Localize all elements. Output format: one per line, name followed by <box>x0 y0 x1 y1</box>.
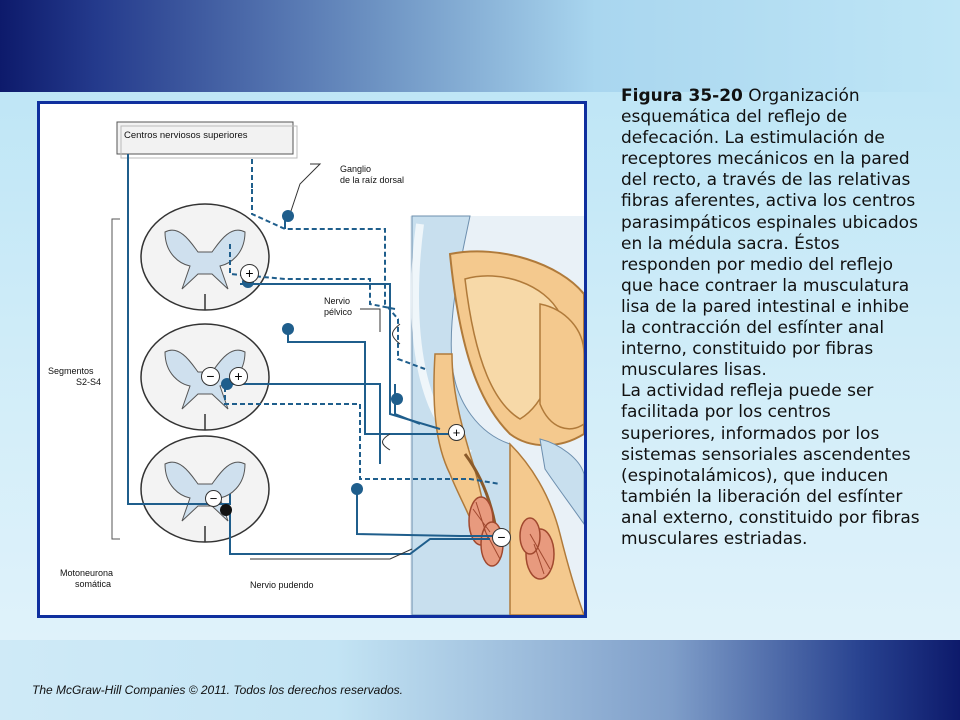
figure-number: Figura 35-20 <box>621 86 743 106</box>
figure-caption: Figura 35-20 Organización esquemática de… <box>621 86 921 550</box>
inhibitory-sign-lower: − <box>205 490 222 507</box>
header-gradient-band <box>0 0 960 92</box>
inhibitory-sign-sphincter: − <box>492 528 511 547</box>
pelvic-anatomy <box>410 215 584 615</box>
segments-bracket <box>111 218 120 540</box>
excitatory-sign-upper: + <box>240 264 259 283</box>
excitatory-sign-sphincter: + <box>448 424 465 441</box>
inhibitory-sign-middle: − <box>201 367 220 386</box>
caption-paragraph-2: La actividad refleja puede ser facilitad… <box>621 381 920 549</box>
nerve-pathways <box>127 154 501 555</box>
caption-text: Organización esquemática del reflejo de … <box>621 86 918 381</box>
external-anal-sphincter <box>468 496 555 580</box>
pudendal-nerve-label: Nervio pudendo <box>250 580 314 590</box>
figure-panel: + − + − + − Centros nerviosos superiores… <box>37 101 587 618</box>
footer-gradient-band <box>0 640 960 720</box>
reflex-diagram <box>111 121 584 615</box>
copyright-footer: The McGraw-Hill Companies © 2011. Todos … <box>32 683 404 697</box>
higher-centers-box <box>116 121 294 155</box>
higher-centers-label: Centros nerviosos superiores <box>124 130 248 141</box>
spinal-segment-upper <box>140 203 270 311</box>
excitatory-sign-middle: + <box>229 367 248 386</box>
spinal-segment-lower <box>140 435 270 543</box>
